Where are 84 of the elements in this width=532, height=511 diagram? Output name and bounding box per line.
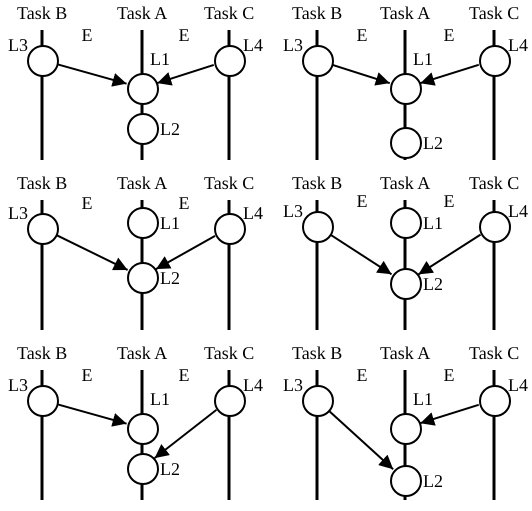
task-label: Task A xyxy=(380,344,430,362)
edge-label: E xyxy=(356,192,368,210)
arrow xyxy=(420,64,480,86)
event-label: L2 xyxy=(423,275,443,293)
task-label: Task B xyxy=(292,4,342,22)
event-circle xyxy=(390,268,422,300)
edge-label: E xyxy=(356,366,368,384)
task-label: Task A xyxy=(380,4,430,22)
task-label: Task C xyxy=(469,344,520,362)
task-label: Task B xyxy=(292,344,342,362)
event-circle xyxy=(27,45,59,77)
event-label: L1 xyxy=(150,390,170,408)
edge-label: E xyxy=(80,366,94,384)
event-circle xyxy=(390,73,422,105)
event-label: L4 xyxy=(243,376,263,394)
event-label: L1 xyxy=(150,50,170,68)
arrow xyxy=(56,234,128,271)
arrow xyxy=(418,234,482,276)
edge-label: E xyxy=(178,366,190,384)
event-label: L3 xyxy=(8,376,28,394)
arrow xyxy=(328,410,394,470)
arrow xyxy=(156,64,214,86)
event-label: L4 xyxy=(508,202,528,220)
task-label: Task B xyxy=(292,174,342,192)
edge-label: E xyxy=(442,192,456,210)
task-label: Task C xyxy=(204,4,254,22)
event-circle xyxy=(302,45,334,77)
event-circle xyxy=(390,207,422,239)
event-label: L4 xyxy=(243,204,263,222)
task-label: Task B xyxy=(17,174,68,192)
event-label: L2 xyxy=(160,269,180,287)
event-label: L4 xyxy=(243,36,263,54)
event-label: L1 xyxy=(413,390,433,408)
event-circle xyxy=(302,385,334,417)
arrow xyxy=(154,409,218,459)
arrow xyxy=(57,403,127,427)
edge-label: E xyxy=(356,26,368,44)
event-circle xyxy=(127,413,159,445)
event-circle xyxy=(390,413,422,445)
event-circle xyxy=(27,385,59,417)
edge-label: E xyxy=(178,26,190,44)
task-label: Task C xyxy=(469,4,520,22)
event-circle xyxy=(127,73,159,105)
event-circle xyxy=(27,213,59,245)
event-label: L4 xyxy=(508,36,528,54)
event-label: L3 xyxy=(283,36,303,54)
edge-label: E xyxy=(442,26,456,44)
task-label: Task A xyxy=(117,4,168,22)
arrow xyxy=(330,234,392,276)
event-circle xyxy=(127,113,159,145)
task-label: Task C xyxy=(469,174,520,192)
event-circle xyxy=(127,262,159,294)
arrow xyxy=(420,404,480,426)
task-label: Task C xyxy=(204,344,254,362)
event-label: L4 xyxy=(508,376,528,394)
task-label: Task A xyxy=(380,174,430,192)
task-label: Task A xyxy=(117,344,168,362)
event-label: L3 xyxy=(8,204,28,222)
edge-label: E xyxy=(80,194,94,212)
task-label: Task C xyxy=(204,174,254,192)
event-circle xyxy=(127,453,159,485)
event-label: L2 xyxy=(160,120,180,138)
event-circle xyxy=(127,207,159,239)
event-label: L3 xyxy=(283,376,303,394)
event-label: L1 xyxy=(160,214,180,232)
arrow xyxy=(57,63,127,87)
edge-label: E xyxy=(442,366,456,384)
task-label: Task B xyxy=(17,344,68,362)
task-label: Task B xyxy=(17,4,68,22)
arrow xyxy=(155,234,216,270)
edge-label: E xyxy=(178,194,190,212)
event-label: L2 xyxy=(160,460,180,478)
event-label: L1 xyxy=(413,50,433,68)
task-label: Task A xyxy=(117,174,168,192)
event-label: L2 xyxy=(423,472,443,490)
event-circle xyxy=(390,127,422,159)
event-label: L3 xyxy=(283,202,303,220)
arrow xyxy=(332,64,390,86)
edge-label: E xyxy=(80,26,94,44)
event-label: L3 xyxy=(8,36,28,54)
event-label: L1 xyxy=(423,214,443,232)
event-circle xyxy=(302,211,334,243)
event-circle xyxy=(390,465,422,497)
event-label: L2 xyxy=(423,134,443,152)
